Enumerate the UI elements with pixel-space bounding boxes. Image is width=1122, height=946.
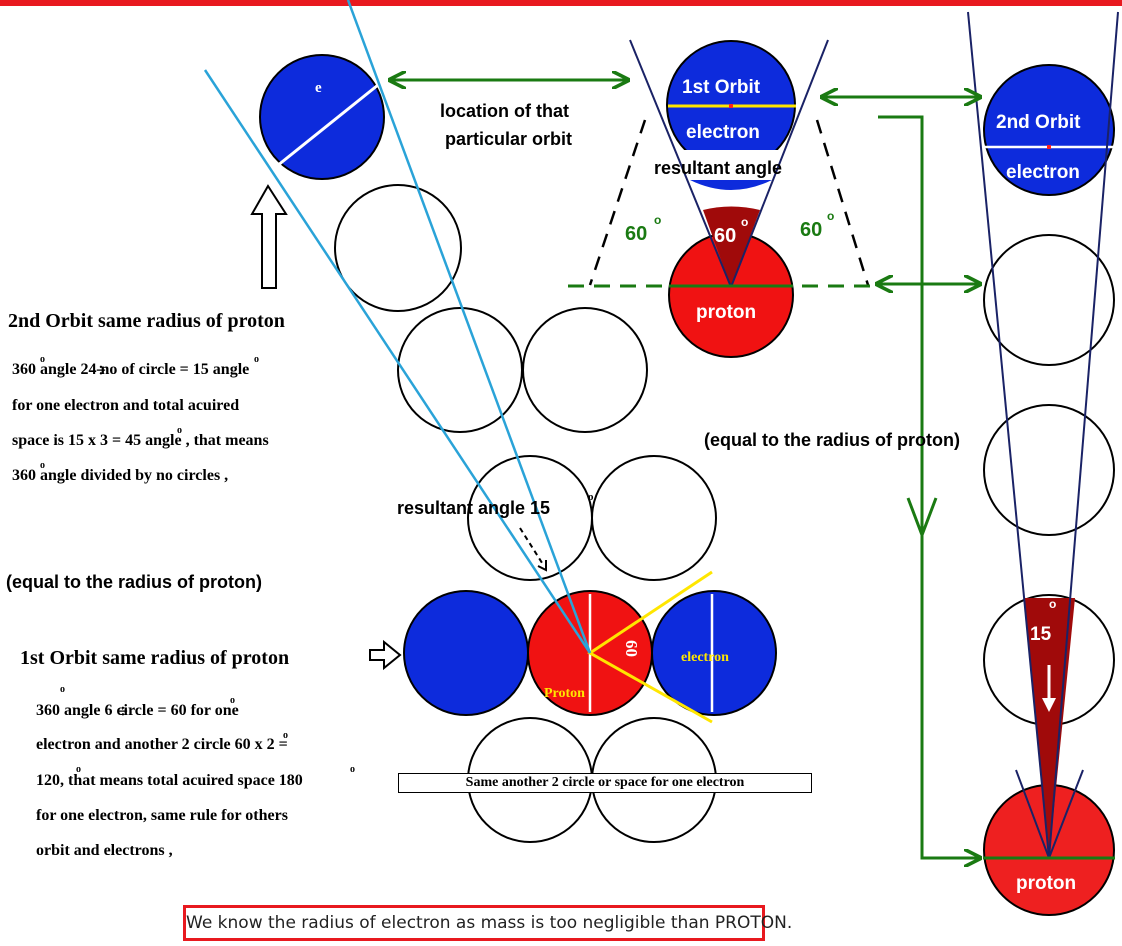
degree-mark: o	[60, 684, 65, 695]
degree-mark: o	[76, 764, 81, 775]
dashed-side-right	[815, 119, 870, 286]
electron-center-label: electron	[681, 650, 729, 665]
degree-mark: o	[254, 354, 259, 365]
first-orbit-heading: 1st Orbit same radius of proton	[20, 647, 289, 669]
degree-mark: o	[40, 460, 45, 471]
first-orbit-label: 1st Orbit	[682, 77, 761, 98]
footer-note: We know the radius of electron as mass i…	[183, 905, 792, 941]
chain-circle	[397, 307, 523, 433]
electron-bottom-cap	[690, 180, 772, 190]
location-label-line2: particular orbit	[445, 129, 572, 149]
location-label-line1: location of that	[440, 101, 569, 121]
degree-mark: o	[40, 354, 45, 365]
proton-label-top: proton	[696, 302, 756, 323]
chain-circle	[334, 184, 462, 312]
degree-mark: o	[350, 764, 355, 775]
electron-circle-right	[651, 590, 777, 716]
green-chevron-down	[906, 497, 938, 540]
sightline	[346, 0, 592, 654]
divide-icon: ÷	[118, 701, 128, 721]
electron-e-label: e	[315, 80, 322, 96]
degree-mark: o	[588, 491, 594, 503]
hollow-up-arrow	[250, 184, 288, 289]
electron-label-top: electron	[686, 122, 760, 143]
angle-60-right: 60	[800, 219, 822, 241]
degree-mark: o	[230, 695, 235, 706]
second-orbit-label: 2nd Orbit	[996, 112, 1081, 133]
green-bracket	[878, 115, 980, 858]
angle-15-label: 15	[1030, 624, 1052, 645]
second-orbit-heading: 2nd Orbit same radius of proton	[8, 310, 285, 332]
electron-radius-line	[271, 83, 379, 172]
top-border	[0, 0, 1122, 6]
proton-label-right: proton	[1016, 873, 1076, 894]
para1-line2: electron and another 2 circle 60 x 2 =	[36, 736, 288, 753]
navy-line	[730, 39, 829, 288]
hollow-right-arrow	[369, 639, 402, 671]
white-down-arrow-head	[1042, 698, 1056, 712]
resultant-angle-label: resultant angle	[654, 158, 782, 178]
equal-radius-mid: (equal to the radius of proton)	[704, 430, 960, 450]
para2-line3: space is 15 x 3 = 45 angle , that means	[12, 432, 269, 449]
same-another-note: Same another 2 circle or space for one e…	[398, 773, 812, 793]
angle-wedge-15	[1024, 598, 1075, 858]
degree-mark: o	[1049, 597, 1056, 611]
para2-line2: for one electron and total acuired	[12, 397, 239, 414]
electron-circle-2nd-orbit	[983, 64, 1115, 196]
navy-line	[1048, 11, 1119, 859]
degree-mark: o	[827, 209, 834, 223]
navy-line	[1015, 769, 1050, 859]
degree-mark: o	[177, 425, 182, 436]
dashed-side-left	[588, 119, 647, 286]
para2-line4: 360 angle divided by no circles ,	[12, 467, 228, 484]
chain-circle	[591, 455, 717, 581]
electron-label-right: electron	[1006, 162, 1080, 183]
chain-circle	[983, 404, 1115, 536]
para1-line5: orbit and electrons ,	[36, 842, 173, 859]
degree-mark: o	[283, 730, 288, 741]
electron-circle-left	[403, 590, 529, 716]
center-dot	[729, 104, 733, 108]
para1-line1: 360 angle 6 circle = 60 for one	[36, 702, 239, 719]
electron-circle-top-left	[259, 54, 385, 180]
dashed-pointer-head	[537, 560, 547, 572]
angle-wedge-60	[703, 206, 760, 287]
navy-line	[1048, 769, 1084, 859]
degree-mark: o	[741, 215, 748, 229]
navy-line	[629, 39, 732, 288]
angle-60-rotated: 60	[622, 640, 641, 657]
para1-line3: 120, that means total acuired space 180	[36, 772, 303, 789]
chain-circle	[983, 234, 1115, 366]
dashed-pointer	[519, 527, 545, 567]
chain-circle	[522, 307, 648, 433]
para1-line4: for one electron, same rule for others	[36, 807, 288, 824]
equal-radius-left: (equal to the radius of proton)	[6, 572, 262, 592]
para2-line1: 360 angle 24 no of circle = 15 angle	[12, 361, 249, 378]
degree-mark: o	[654, 213, 661, 227]
resultant-angle-15: resultant angle 15	[397, 498, 550, 518]
angle-60-mid: 60	[714, 225, 736, 247]
sightline	[203, 69, 592, 654]
center-dot	[1047, 145, 1051, 149]
proton-center-label: Proton	[544, 686, 585, 701]
navy-line	[967, 11, 1050, 859]
angle-60-left: 60	[625, 223, 647, 245]
divide-icon: ÷	[96, 360, 106, 380]
